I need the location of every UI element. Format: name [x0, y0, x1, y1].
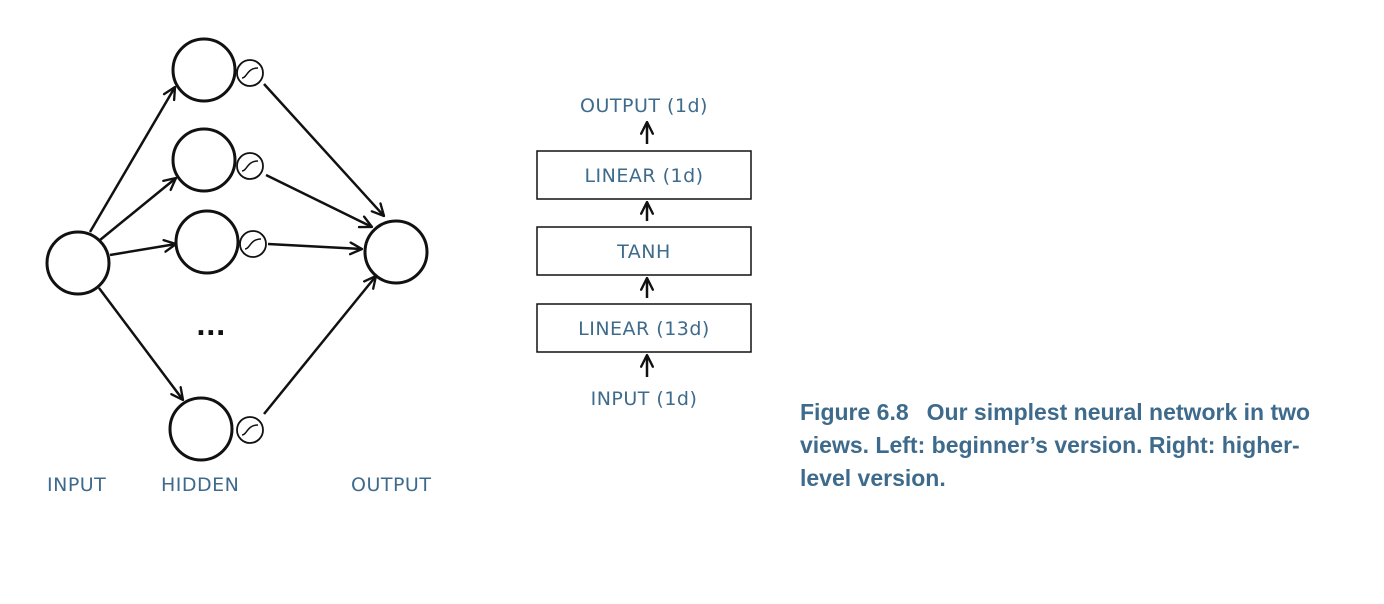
stack-output-label: OUTPUT (1d): [580, 95, 708, 117]
hidden-node: [171, 127, 237, 193]
input-layer-label: INPUT: [47, 474, 106, 496]
linear-hidden-layer-box: [536, 303, 752, 353]
edge-arrow: [263, 83, 386, 218]
edge-arrow: [265, 173, 374, 229]
tanh-activation-icon: [236, 152, 264, 180]
linear-output-layer-box: [536, 150, 752, 200]
hidden-node: [168, 396, 234, 462]
output-node: [363, 219, 429, 285]
linear-hidden-layer-label: LINEAR (13d): [578, 318, 710, 340]
output-layer-label: OUTPUT: [351, 474, 431, 496]
stack-input-label: INPUT (1d): [591, 388, 698, 410]
tanh-activation-icon: [236, 416, 264, 444]
edge-arrow: [263, 274, 378, 415]
tanh-layer-label: TANH: [616, 241, 671, 263]
beginner-view: ... INPUT HIDDEN OUTPUT: [45, 37, 431, 496]
edge-arrow: [99, 176, 178, 241]
edge-arrow: [98, 287, 185, 402]
figure-label: Figure 6.8: [800, 399, 909, 425]
hidden-node: [171, 37, 237, 103]
tanh-layer-box: [536, 226, 752, 276]
hidden-layer-label: HIDDEN: [161, 474, 239, 496]
tanh-activation-icon: [236, 59, 264, 87]
caption-text: Our simplest neural network in two views…: [800, 399, 1311, 491]
edge-arrow: [88, 85, 177, 233]
input-node: [45, 230, 111, 296]
edge-arrow: [109, 238, 178, 257]
tanh-activation-icon: [239, 230, 267, 258]
hidden-ellipsis: ...: [196, 312, 226, 342]
higher-level-view: OUTPUT (1d) LINEAR (1d) TANH LINEAR (13d…: [536, 95, 752, 410]
edge-arrow: [267, 241, 364, 256]
hidden-node: [174, 209, 240, 275]
linear-output-layer-label: LINEAR (1d): [584, 165, 703, 187]
